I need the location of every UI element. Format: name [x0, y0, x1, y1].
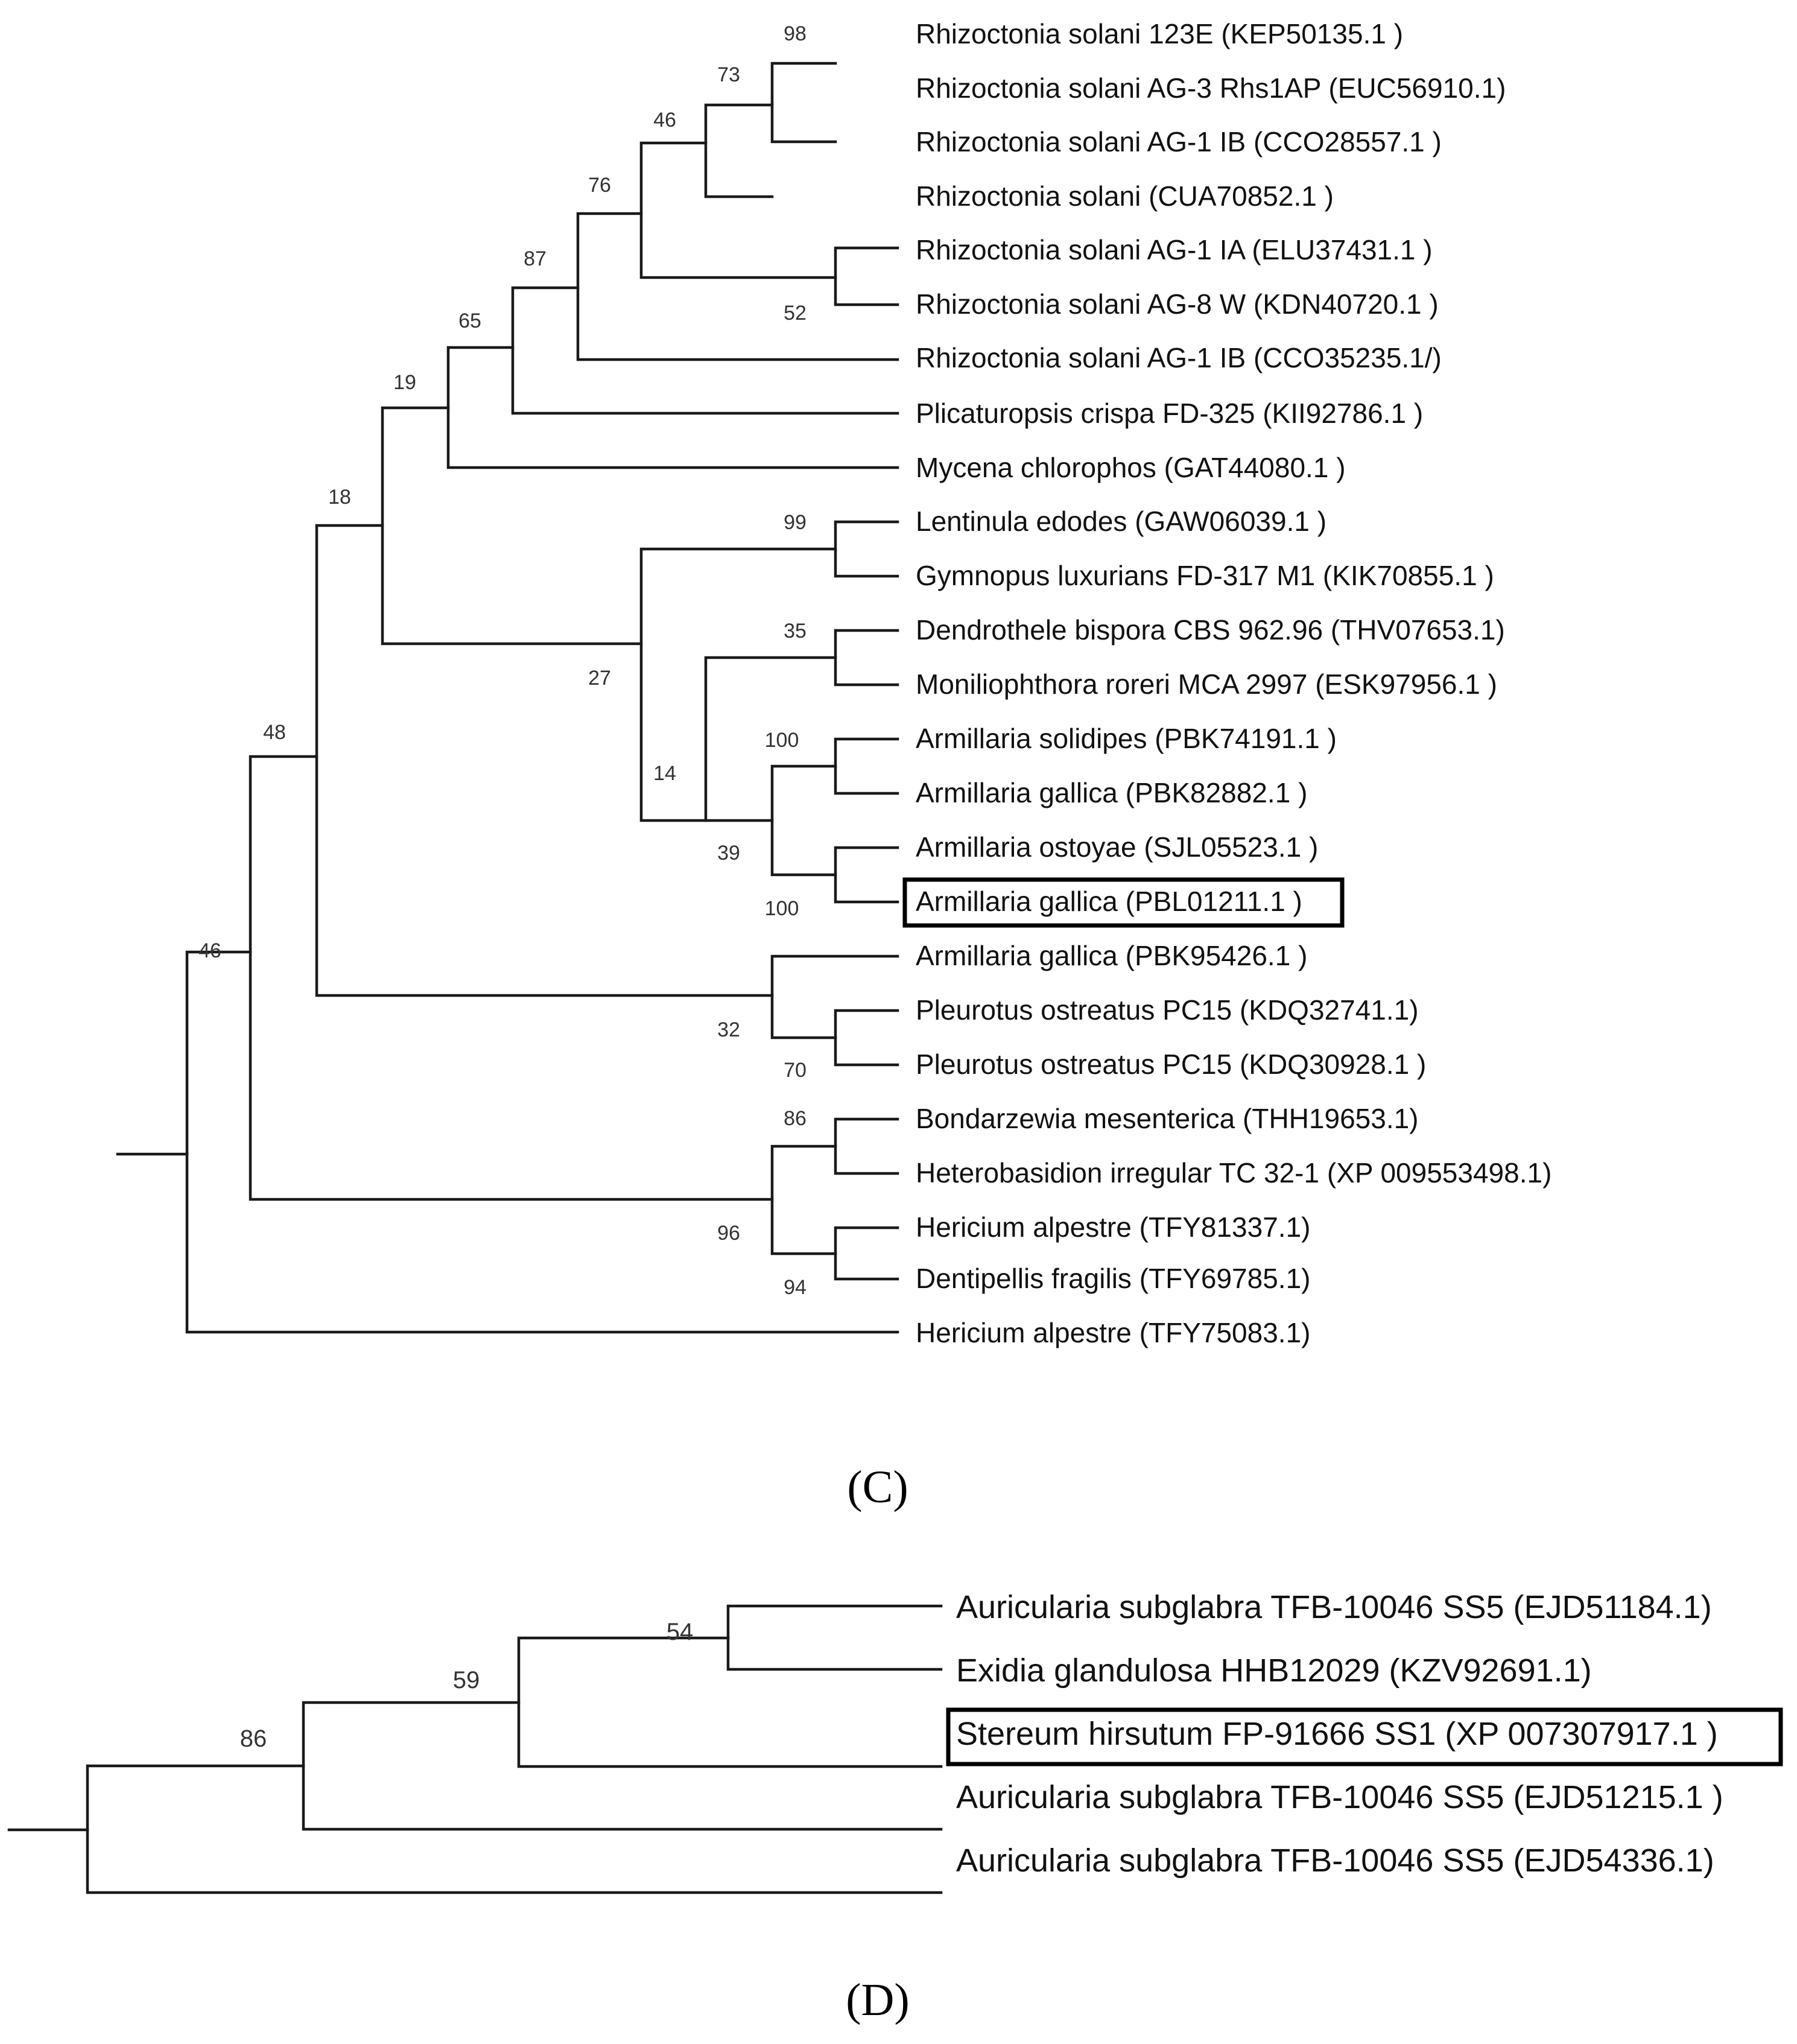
node-65 — [446, 346, 899, 469]
leaf-label: Rhizoctonia solani AG-1 IB (CCO28557.1 ) — [916, 126, 1442, 157]
bootstrap-value: 59 — [453, 1667, 480, 1693]
node-73 — [704, 103, 774, 198]
leaf-label: Dendrothele bispora CBS 962.96 (THV07653… — [916, 614, 1505, 646]
leaf-label: Rhizoctonia solani AG-3 Rhs1AP (EUC56910… — [916, 72, 1506, 104]
bootstrap-value: 52 — [784, 302, 807, 325]
panel-c-branches — [116, 62, 899, 1334]
bootstrap-value: 27 — [588, 667, 611, 690]
node-96 — [770, 1144, 837, 1255]
panel-label-c: (C) — [847, 1462, 908, 1512]
node-100-lower — [834, 846, 899, 904]
leaf-label: Rhizoctonia solani 123E (KEP50135.1 ) — [916, 18, 1403, 49]
leaf-label: Heterobasidion irregular TC 32-1 (XP 009… — [916, 1157, 1551, 1189]
bootstrap-value: 86 — [240, 1725, 267, 1752]
leaf-label: Armillaria ostoyae (SJL05523.1 ) — [916, 831, 1318, 863]
leaf-label: Auricularia subglabra TFB-10046 SS5 (EJD… — [956, 1779, 1723, 1815]
bootstrap-value: 35 — [784, 620, 807, 643]
node-86 — [834, 1117, 899, 1175]
node-19 — [381, 406, 643, 646]
node-14 — [704, 656, 837, 822]
bootstrap-value: 48 — [263, 721, 286, 744]
bootstrap-value: 96 — [717, 1222, 740, 1245]
bootstrap-value: 18 — [328, 486, 351, 509]
leaf-label: Dentipellis fragilis (TFY69785.1) — [916, 1263, 1311, 1294]
node-27 — [639, 547, 837, 822]
leaf-label: Pleurotus ostreatus PC15 (KDQ32741.1) — [916, 994, 1419, 1026]
bootstrap-value: 99 — [784, 511, 807, 534]
panel-c-bootstrap-values: 98 73 46 76 52 87 65 19 18 99 35 27 14 1… — [198, 22, 807, 1299]
node-tip-d — [726, 1604, 943, 1671]
leaf-label: Lentinula edodes (GAW06039.1 ) — [916, 506, 1326, 537]
leaf-label: Mycena chlorophos (GAT44080.1 ) — [916, 452, 1346, 483]
node-98 — [770, 62, 837, 144]
bootstrap-value: 100 — [765, 729, 799, 752]
node-99 — [834, 520, 899, 578]
node-52 — [834, 246, 899, 306]
panel-d-bootstrap-values: 54 59 86 — [240, 1619, 694, 1752]
leaf-label: Hericium alpestre (TFY75083.1) — [916, 1317, 1310, 1348]
panel-c-tree: 98 73 46 76 52 87 65 19 18 99 35 27 14 1… — [116, 18, 1551, 1512]
panel-d-leaf-labels: Auricularia subglabra TFB-10046 SS5 (EJD… — [956, 1589, 1723, 1879]
node-87 — [511, 286, 899, 415]
node-46-upper — [639, 141, 837, 279]
bootstrap-value: 14 — [653, 762, 676, 785]
bootstrap-value: 46 — [198, 939, 221, 962]
bootstrap-value: 76 — [588, 174, 611, 197]
bootstrap-value: 98 — [784, 22, 807, 45]
bootstrap-value: 46 — [653, 109, 676, 132]
bootstrap-value: 87 — [524, 247, 547, 270]
node-39 — [770, 764, 837, 877]
bootstrap-value: 70 — [784, 1059, 807, 1082]
node-94 — [834, 1226, 899, 1281]
leaf-label: Hericium alpestre (TFY81337.1) — [916, 1211, 1310, 1243]
node-76 — [576, 212, 899, 361]
node-18 — [315, 524, 774, 997]
bootstrap-value: 65 — [458, 309, 481, 332]
bootstrap-value: 39 — [717, 842, 740, 865]
leaf-label: Auricularia subglabra TFB-10046 SS5 (EJD… — [956, 1589, 1712, 1625]
bootstrap-value: 32 — [717, 1018, 740, 1041]
bootstrap-value: 86 — [784, 1107, 807, 1130]
node-35 — [834, 629, 899, 687]
leaf-label: Rhizoctonia solani AG-1 IB (CCO35235.1/) — [916, 342, 1442, 373]
bootstrap-value: 100 — [765, 897, 799, 920]
panel-label-d: (D) — [846, 1975, 910, 2025]
leaf-label-highlighted: Stereum hirsutum FP-91666 SS1 (XP 007307… — [956, 1716, 1718, 1752]
node-54-d — [517, 1636, 943, 1768]
node-root — [185, 950, 899, 1334]
leaf-label: Bondarzewia mesenterica (THH19653.1) — [916, 1103, 1419, 1134]
node-70 — [834, 1009, 899, 1067]
node-32 — [770, 954, 899, 1039]
leaf-label: Auricularia subglabra TFB-10046 SS5 (EJD… — [956, 1842, 1714, 1879]
leaf-label: Rhizoctonia solani AG-8 W (KDN40720.1 ) — [916, 288, 1439, 320]
leaf-label-highlighted: Armillaria gallica (PBL01211.1 ) — [916, 886, 1302, 917]
leaf-label: Armillaria solidipes (PBK74191.1 ) — [916, 723, 1337, 754]
node-59-d — [302, 1701, 943, 1831]
highlight-box-d — [946, 1707, 1783, 1766]
leaf-label: Moniliophthora roreri MCA 2997 (ESK97956… — [916, 668, 1497, 700]
panel-d-branches — [7, 1604, 943, 1894]
leaf-label: Pleurotus ostreatus PC15 (KDQ30928.1 ) — [916, 1049, 1426, 1080]
leaf-label: Armillaria gallica (PBK82882.1 ) — [916, 777, 1307, 808]
bootstrap-value: 54 — [667, 1619, 694, 1645]
bootstrap-value: 19 — [393, 371, 416, 394]
leaf-label: Armillaria gallica (PBK95426.1 ) — [916, 940, 1307, 971]
leaf-label: Gymnopus luxurians FD-317 M1 (KIK70855.1… — [916, 560, 1494, 591]
panel-c-leaf-labels: Rhizoctonia solani 123E (KEP50135.1 ) Rh… — [916, 18, 1551, 1348]
node-86-d — [86, 1764, 943, 1894]
panel-d-tree: 54 59 86 Auricularia subglabra TFB-10046… — [7, 1589, 1783, 2025]
node-100-upper — [834, 737, 899, 795]
leaf-label: Rhizoctonia solani AG-1 IA (ELU37431.1 ) — [916, 234, 1433, 265]
leaf-label: Exidia glandulosa HHB12029 (KZV92691.1) — [956, 1652, 1592, 1689]
bootstrap-value: 73 — [717, 63, 740, 86]
leaf-label: Rhizoctonia solani (CUA70852.1 ) — [916, 180, 1334, 212]
node-48 — [249, 755, 774, 1201]
highlight-box-c — [902, 877, 1345, 928]
bootstrap-value: 94 — [784, 1276, 807, 1299]
leaf-label: Plicaturopsis crispa FD-325 (KII92786.1 … — [916, 398, 1423, 429]
